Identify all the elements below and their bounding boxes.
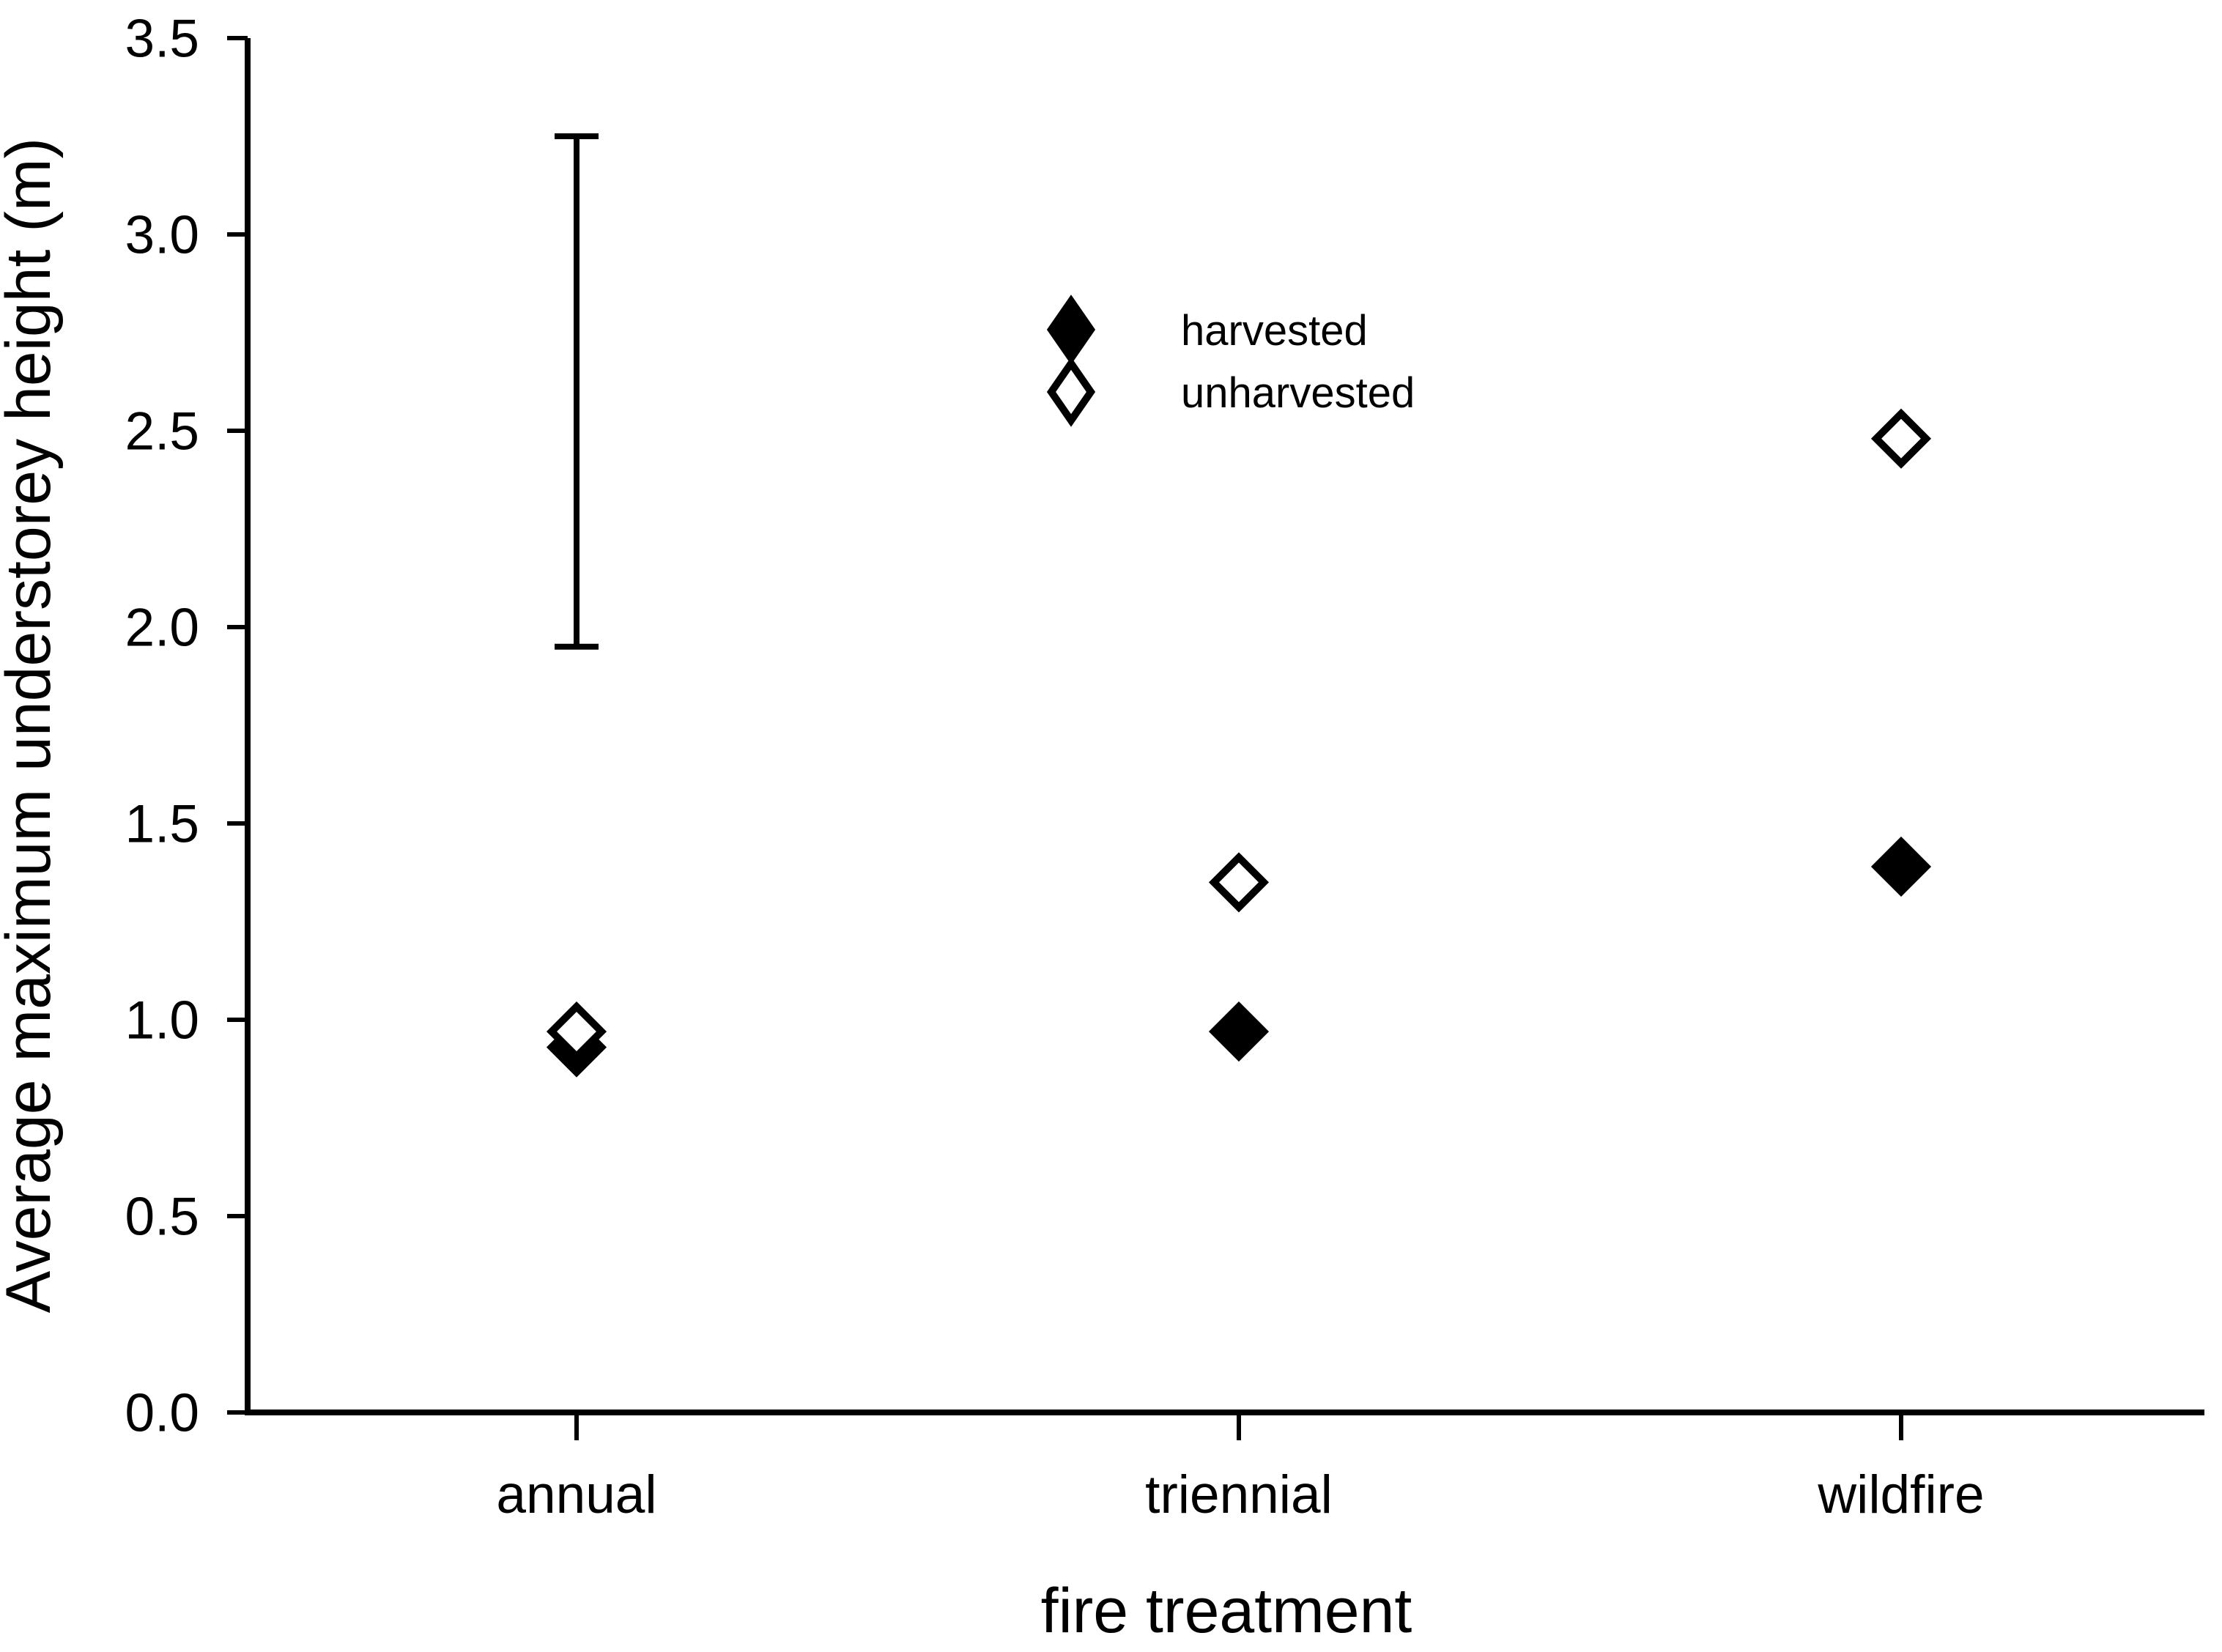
x-tick-label: triennial	[1145, 1465, 1333, 1525]
x-tick-label: wildfire	[1817, 1465, 1984, 1525]
y-tick-label: 1.0	[125, 991, 199, 1051]
data-points	[546, 408, 1932, 1078]
filled-diamond-marker-wildfire	[1870, 836, 1932, 897]
y-tick-label: 0.0	[125, 1384, 199, 1443]
legend-label: unharvested	[1181, 369, 1415, 417]
filled-diamond-marker-triennial	[1208, 1001, 1270, 1062]
legend-label: harvested	[1181, 307, 1368, 355]
y-tick-label: 2.0	[125, 599, 199, 658]
y-tick-label: 1.5	[125, 795, 199, 854]
x-tick-label: annual	[496, 1465, 656, 1525]
y-tick-label: 3.0	[125, 206, 199, 265]
error-bar	[555, 133, 599, 650]
open-diamond-marker-annual	[546, 1001, 607, 1062]
legend: harvested unharvested	[1046, 295, 1415, 427]
x-ticks: annual triennial wildfire	[496, 1415, 1985, 1525]
y-tick-label: 2.5	[125, 402, 199, 462]
y-ticks: 0.0 0.5 1.0 1.5 2.0 2.5 3.0 3.5	[125, 10, 248, 1443]
open-diamond-marker-triennial	[1208, 852, 1270, 913]
y-tick-label: 3.5	[125, 10, 199, 69]
axes	[245, 38, 2204, 1415]
legend-filled-diamond	[1046, 295, 1096, 365]
y-axis-title: Average maximum understorey height (m)	[0, 138, 64, 1313]
x-axis-title: fire treatment	[1041, 1576, 1412, 1646]
open-diamond-marker-wildfire	[1870, 408, 1932, 469]
legend-open-diamond	[1046, 357, 1096, 427]
y-tick-label: 0.5	[125, 1188, 199, 1247]
